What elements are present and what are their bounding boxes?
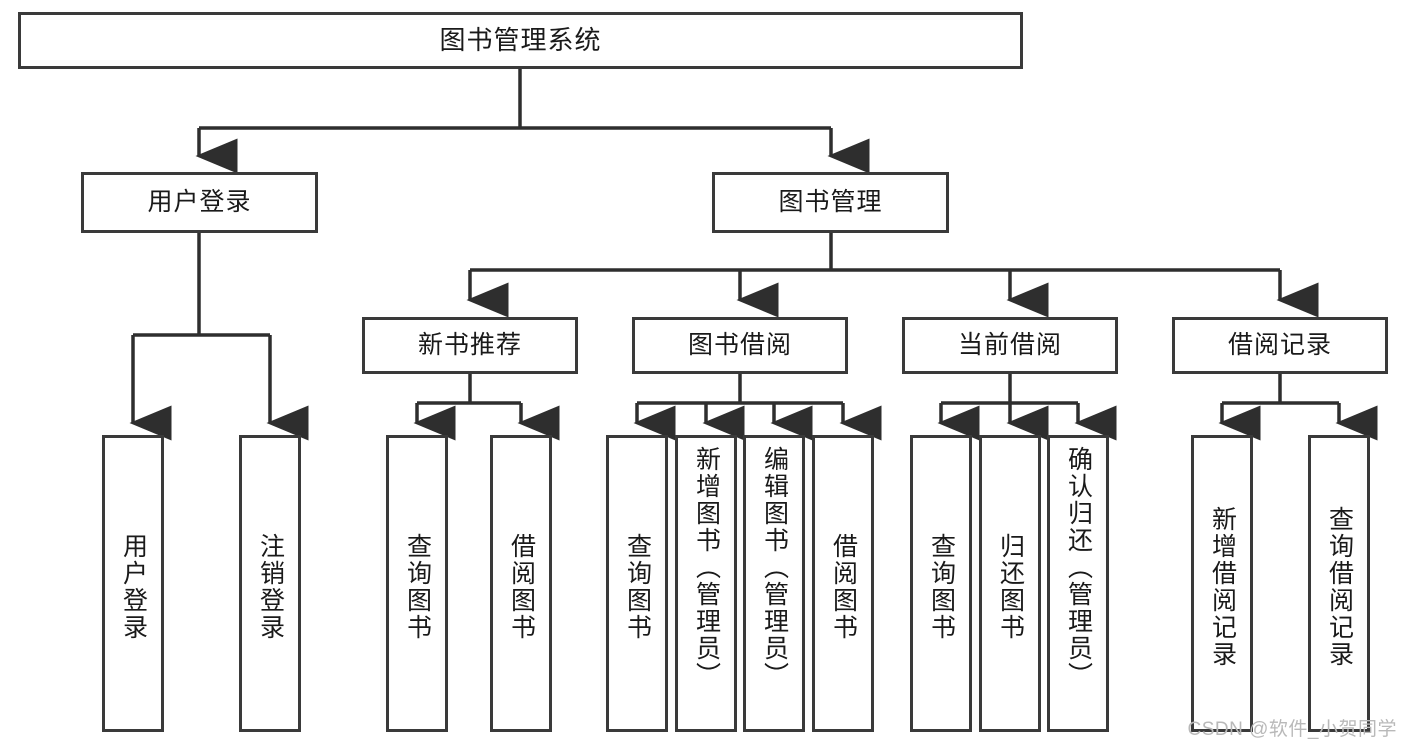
- leaf-inner: 查询图书: [389, 444, 445, 729]
- leaf-label: 注销登录: [256, 532, 285, 641]
- leaf-user-login-logout[interactable]: 注销登录: [239, 435, 301, 732]
- node-new-book-recommend[interactable]: 新书推荐: [362, 317, 578, 374]
- node-book-management[interactable]: 图书管理: [712, 172, 949, 233]
- leaf-label: 查询借阅记录: [1325, 505, 1354, 668]
- leaf-label: 编辑图书（管理员）: [760, 446, 789, 689]
- node-book-borrow[interactable]: 图书借阅: [632, 317, 848, 374]
- leaf-inner: 归还图书: [982, 444, 1038, 729]
- leaf-label: 查询图书: [927, 532, 956, 641]
- leaf-inner: 查询图书: [609, 444, 665, 729]
- leaf-label: 用户登录: [119, 532, 148, 641]
- leaf-label: 借阅图书: [507, 532, 536, 641]
- leaf-label: 借阅图书: [829, 532, 858, 641]
- leaf-label: 确认归还（管理员）: [1064, 446, 1093, 689]
- node-label: 图书管理: [778, 187, 883, 216]
- leaf-new-book-borrow[interactable]: 借阅图书: [490, 435, 552, 732]
- node-label: 用户登录: [147, 187, 252, 216]
- node-label: 当前借阅: [957, 330, 1062, 359]
- leaf-current-borrow-return[interactable]: 归还图书: [979, 435, 1041, 732]
- leaf-borrow-record-query[interactable]: 查询借阅记录: [1308, 435, 1370, 732]
- leaf-inner: 注销登录: [242, 444, 298, 729]
- leaf-current-borrow-query[interactable]: 查询图书: [910, 435, 972, 732]
- node-borrow-record[interactable]: 借阅记录: [1172, 317, 1388, 374]
- leaf-label: 新增借阅记录: [1208, 505, 1237, 668]
- leaf-inner: 新增借阅记录: [1194, 444, 1250, 729]
- leaf-label: 归还图书: [996, 532, 1025, 641]
- leaf-borrow-record-add[interactable]: 新增借阅记录: [1191, 435, 1253, 732]
- leaf-inner: 借阅图书: [815, 444, 871, 729]
- leaf-book-borrow-borrow[interactable]: 借阅图书: [812, 435, 874, 732]
- leaf-inner: 借阅图书: [493, 444, 549, 729]
- leaf-user-login-login[interactable]: 用户登录: [102, 435, 164, 732]
- leaf-book-borrow-query[interactable]: 查询图书: [606, 435, 668, 732]
- csdn-watermark: CSDN @软件_小贺同学: [1187, 719, 1397, 740]
- leaf-book-borrow-edit[interactable]: 编辑图书（管理员）: [743, 435, 805, 732]
- leaf-inner: 查询图书: [913, 444, 969, 729]
- leaf-inner: 查询借阅记录: [1311, 444, 1367, 729]
- node-label: 图书管理系统: [439, 25, 602, 56]
- node-root-system[interactable]: 图书管理系统: [18, 12, 1023, 69]
- leaf-inner: 用户登录: [105, 444, 161, 729]
- leaf-label: 查询图书: [403, 532, 432, 641]
- leaf-current-borrow-confirm[interactable]: 确认归还（管理员）: [1047, 435, 1109, 732]
- node-label: 新书推荐: [417, 330, 522, 359]
- leaf-inner: 新增图书（管理员）: [678, 444, 734, 729]
- leaf-new-book-query[interactable]: 查询图书: [386, 435, 448, 732]
- leaf-label: 新增图书（管理员）: [692, 446, 721, 689]
- node-label: 图书借阅: [687, 330, 792, 359]
- leaf-inner: 编辑图书（管理员）: [746, 444, 802, 729]
- node-user-login[interactable]: 用户登录: [81, 172, 318, 233]
- leaf-inner: 确认归还（管理员）: [1050, 444, 1106, 729]
- node-current-borrow[interactable]: 当前借阅: [902, 317, 1118, 374]
- node-label: 借阅记录: [1227, 330, 1332, 359]
- leaf-book-borrow-add[interactable]: 新增图书（管理员）: [675, 435, 737, 732]
- leaf-label: 查询图书: [623, 532, 652, 641]
